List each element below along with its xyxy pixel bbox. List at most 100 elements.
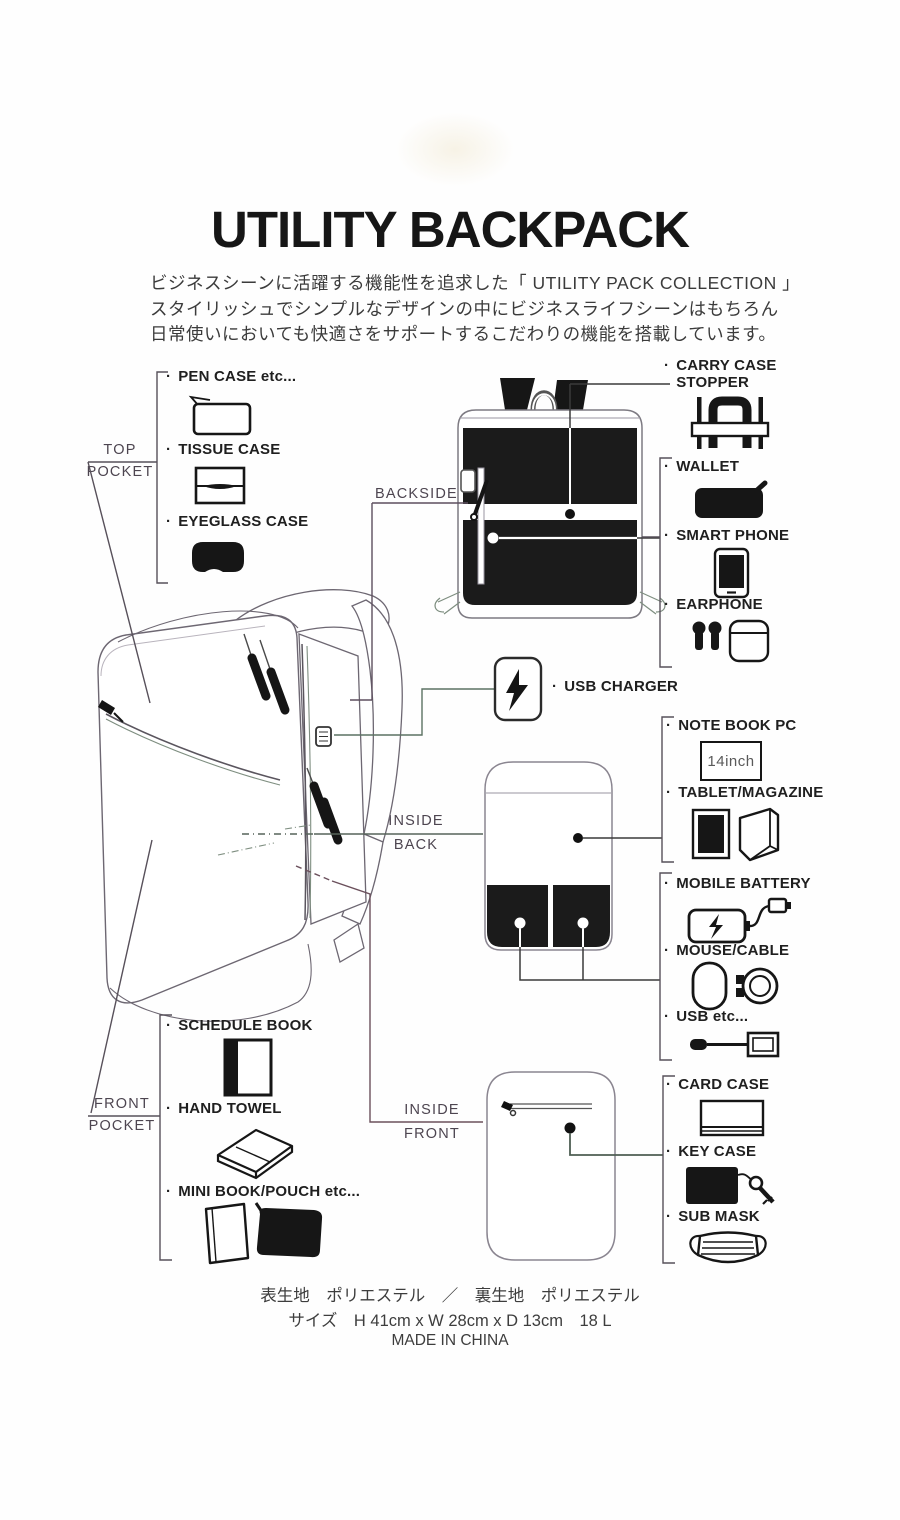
item-label: SUB MASK (678, 1208, 760, 1225)
bullet: · (166, 1017, 172, 1034)
top-pocket-label-bottom: POCKET (86, 464, 154, 480)
bullet: · (166, 441, 172, 458)
item-sub-mask: · SUB MASK (666, 1208, 760, 1225)
inside-front-label-bottom: FRONT (404, 1126, 460, 1142)
item-label: TISSUE CASE (178, 441, 281, 458)
mini-book-pouch-icon (204, 1202, 323, 1265)
item-notebook-pc: · NOTE BOOK PC (666, 717, 796, 734)
inside-back-main-bracket (661, 716, 674, 863)
bullet: · (666, 1208, 672, 1225)
bullet: · (664, 1008, 670, 1025)
front-pocket-pointer-line (88, 839, 160, 1117)
item-hand-towel: · HAND TOWEL (166, 1100, 282, 1117)
footer-origin: MADE IN CHINA (391, 1332, 509, 1349)
laptop-sleeve-callout-dot (573, 833, 583, 843)
tablet-magazine-icon (691, 807, 780, 862)
intro-text: ビジネスシーンに活躍する機能性を追求した「 UTILITY PACK COLLE… (150, 271, 800, 348)
inside-front-label-top: INSIDE (404, 1102, 460, 1118)
item-schedule-book: · SCHEDULE BOOK (166, 1017, 312, 1034)
item-label: SCHEDULE BOOK (178, 1017, 313, 1034)
item-usb-etc: · USB etc... (664, 1008, 748, 1025)
backpack-back-view (434, 378, 670, 619)
item-key-case: · KEY CASE (666, 1143, 756, 1160)
carry-strap-callout-dot (565, 509, 575, 519)
intro-line-1: ビジネスシーンに活躍する機能性を追求した「 UTILITY PACK COLLE… (150, 273, 801, 293)
bullet: · (666, 784, 672, 801)
inner-pocket-callout-dot (564, 1122, 576, 1134)
watermark-smudge (395, 112, 515, 187)
tissue-case-icon (194, 466, 246, 505)
inside-back-label-bottom: BACK (393, 837, 439, 853)
top-pocket-label-top: TOP (103, 442, 137, 458)
bullet: · (166, 1183, 172, 1200)
item-label: NOTE BOOK PC (678, 717, 797, 734)
inside-front-pointer-line (331, 880, 483, 1123)
front-pocket-label-top: FRONT (94, 1096, 150, 1112)
bullet: · (664, 942, 670, 959)
item-label: USB etc... (676, 1008, 749, 1025)
bullet: · (552, 678, 558, 695)
notebook-size-label: 14inch (707, 752, 755, 770)
item-label: HAND TOWEL (178, 1100, 282, 1117)
item-smart-phone: · SMART PHONE (664, 527, 789, 544)
item-pen-case: · PEN CASE etc... (166, 368, 296, 385)
inside-front-bracket (662, 1075, 675, 1264)
bullet: · (664, 357, 670, 374)
item-label: EYEGLASS CASE (178, 513, 309, 530)
schedule-book-icon (223, 1038, 273, 1097)
back-pocket-bracket (642, 457, 672, 668)
mesh-pocket-callout-dot-right (577, 917, 589, 929)
item-tissue-case: · TISSUE CASE (166, 441, 280, 458)
top-pocket-pointer-line (87, 461, 157, 704)
item-label: USB CHARGER (564, 678, 679, 695)
intro-line-3: 日常使いにおいても快適さをサポートするこだわりの機能を搭載しています。 (150, 324, 777, 344)
hand-towel-icon (216, 1128, 294, 1180)
front-pocket-bracket (159, 1014, 172, 1261)
bullet: · (166, 1100, 172, 1117)
bullet: · (166, 368, 172, 385)
bullet: · (664, 458, 670, 475)
wallet-icon (695, 480, 768, 518)
item-mini-book-pouch: · MINI BOOK/POUCH etc... (166, 1183, 360, 1200)
item-label: CARD CASE (678, 1076, 770, 1093)
usb-port-icon (460, 469, 476, 493)
bullet: · (166, 513, 172, 530)
bullet: · (664, 875, 670, 892)
backside-label: BACKSIDE (375, 486, 458, 502)
backside-pointer-line (350, 502, 468, 701)
bullet: · (666, 717, 672, 734)
smartphone-icon (713, 547, 750, 599)
earphone-icon (692, 619, 770, 663)
inside-front-pointer-dashed (295, 865, 333, 882)
footer-materials: 表生地 ポリエステル ／ 裏生地 ポリエステル (260, 1287, 640, 1305)
inside-back-label-top: INSIDE (388, 813, 444, 829)
usb-charger-icon (493, 656, 543, 722)
item-label: MOBILE BATTERY (676, 875, 811, 892)
carry-case-stopper-icon (690, 396, 770, 449)
top-pocket-bracket (156, 371, 168, 584)
item-label: EARPHONE (676, 596, 763, 613)
item-label: SMART PHONE (676, 527, 790, 544)
item-tablet-magazine: · TABLET/MAGAZINE (666, 784, 823, 801)
item-eyeglass-case: · EYEGLASS CASE (166, 513, 308, 530)
item-mouse-cable: · MOUSE/CABLE (664, 942, 789, 959)
usb-charger-connector (334, 688, 494, 736)
intro-line-2: スタイリッシュでシンプルなデザインの中にビジネスライフシーンはもちろん (150, 298, 779, 319)
bullet: · (666, 1076, 672, 1093)
footer-size: サイズ H 41cm x W 28cm x D 13cm 18 L (288, 1312, 612, 1330)
eyeglass-case-icon (192, 542, 244, 572)
bullet: · (664, 527, 670, 544)
item-label: TABLET/MAGAZINE (678, 784, 824, 801)
item-label: MINI BOOK/POUCH etc... (178, 1183, 361, 1200)
key-case-icon (686, 1167, 775, 1205)
pen-case-icon (188, 395, 252, 436)
inside-back-panel (484, 761, 662, 981)
backpack-front-view (97, 589, 403, 1022)
sub-mask-icon (689, 1231, 767, 1264)
front-pocket-label-bottom: POCKET (88, 1118, 156, 1134)
item-usb-charger: · USB CHARGER (552, 678, 678, 695)
item-wallet: · WALLET (664, 458, 739, 475)
item-label: MOUSE/CABLE (676, 942, 790, 959)
